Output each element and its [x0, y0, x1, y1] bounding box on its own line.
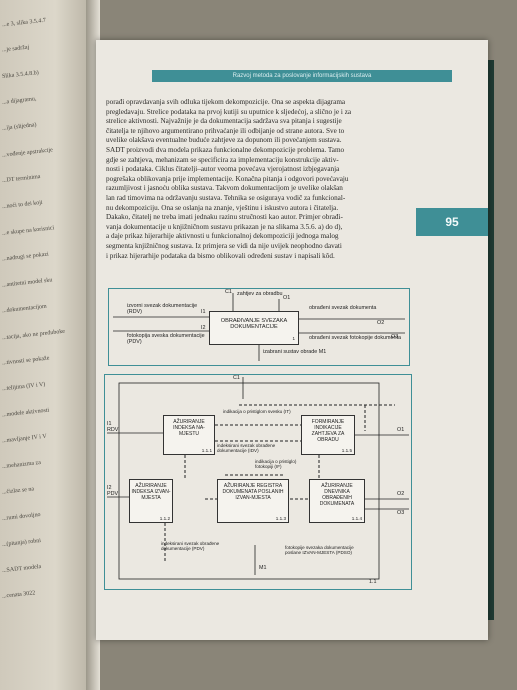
figure-id: 1.1 [369, 579, 377, 585]
process-box-115: FORMIRANJE INDIKACIJE ZAHTJEVA ZA OBRADU… [301, 415, 355, 455]
control-label: zahtjev za obradbu [237, 291, 283, 297]
body-text-line: nu dekompoziciju. Ona se oslanja na znan… [106, 203, 339, 212]
left-page-text-fragment: ...mehanizma za [1, 459, 42, 471]
body-text-line: pogrešaka oblikovanja prije implementaci… [106, 174, 349, 183]
body-text-line: vanja dokumentacije u knjižničnom sustav… [106, 222, 343, 231]
mechanism-m1-code: M1 [259, 565, 267, 571]
input-i2-code: I2 PDV [107, 485, 119, 497]
input-2-label: fotokopija sveska dokumentacije (PDV) [127, 333, 205, 345]
left-page-text-fragment: ...nadrugi se pokazi [1, 251, 50, 263]
process-box-114: AŽURIRANJE DNEVNIKA OBRAĐENIH DOKUMENATA… [309, 479, 365, 523]
page-number: 95 [416, 208, 488, 236]
body-text-line: segmenta knjižničnog sustava. Iz primjer… [106, 241, 342, 250]
output-3-code: O3 [391, 334, 399, 340]
output-o2-code: O2 [397, 491, 405, 497]
diagram-context-arrows [113, 293, 405, 361]
input-i1-code: I1 RDV [107, 421, 119, 433]
note-idv: indeksirani svezak obrađene dokumentacij… [217, 443, 276, 454]
left-page-text-fragment: Slika 3.5.4.8.b) [1, 70, 40, 80]
diagram-context: OBRAĐIVANJE SVEZAKA DOKUMENTACIJE 1 izvo… [108, 288, 410, 366]
body-text-line: razumljivost i jasnoću oblika sustava. T… [106, 184, 343, 193]
process-box-label: OBRAĐIVANJE SVEZAKA DOKUMENTACIJE [220, 318, 288, 330]
process-box-115-label: FORMIRANJE INDIKACIJE ZAHTJEVA ZA OBRADU [311, 419, 345, 443]
body-text-line: strelice aktivnosti. Najvažnije je da do… [106, 117, 342, 126]
note-if: indikacija o pristiglo) fotokopiji (IF) [255, 459, 297, 470]
body-text-line: a daje prikaz hijerarhije aktivnosti u f… [106, 232, 339, 241]
note-it: indikacija o pristiglom svesku (IT) [223, 409, 291, 414]
process-box-113: AŽURIRANJE REGISTRA DOKUMENATA POSLANIH … [217, 479, 289, 523]
body-text-line: čitatelja te njihovo argumentirano prihv… [106, 126, 345, 135]
note-pdv: indeksirani svezak obrađene dokumentacij… [161, 541, 220, 552]
book-cover-edge [486, 60, 494, 620]
process-box-112: AŽURIRANJE INDEKSA IZVAN-MJESTA 1.1.2 [129, 479, 173, 523]
process-box-id: 1 [292, 336, 295, 341]
body-text-line: nosti i podataka. Ciklus čitatelji–autor… [106, 165, 340, 174]
mechanism-label: izabrani sustav obrade M1 [263, 349, 327, 355]
left-page-text-fragment: ...mavljanje IV i V [1, 433, 47, 445]
output-o1-code: O1 [397, 427, 405, 433]
body-text-line: pregledavaju. Strelice podataka na prvoj… [106, 107, 352, 116]
left-page-text-fragment: ...e 3, slika 3.5.4.7 [1, 17, 47, 29]
process-box-112-label: AŽURIRANJE INDEKSA IZVAN-MJESTA [131, 483, 171, 501]
left-page-text-fragment: ...DT terminima [1, 174, 41, 184]
left-page-text-fragment: ...noći to dei koji [1, 199, 43, 211]
left-page-text-fragment: ...ćizlaz se na [1, 486, 35, 496]
left-page-text-fragment: ...tacija, ako ne preduboke [1, 328, 66, 342]
process-box: OBRAĐIVANJE SVEZAKA DOKUMENTACIJE 1 [209, 311, 299, 345]
output-o3-code: O3 [397, 510, 405, 516]
left-page-text-fragment: ...vođenje apstrakcije [1, 147, 54, 159]
body-text-line: SADT proizvodi dva modela prikaza funkci… [106, 145, 345, 154]
body-text-line: Dakako, čitatelj ne treba imati jednaku … [106, 213, 343, 222]
running-header: Razvoj metoda za poslovanje informacijsk… [152, 70, 452, 82]
process-box-115-id: 1.1.5 [341, 447, 352, 453]
output-1-code: O2 [377, 320, 385, 326]
process-box-111: AŽURIRANJE INDEKSA NA-MJESTU 1.1.1 [163, 415, 215, 455]
left-page-text-fragment: ...je sadržaj [1, 44, 30, 54]
input-1-code: I1 [201, 309, 206, 315]
body-text-line: lan rad timovima na održavanju sustava. … [106, 193, 346, 202]
note-pdso: fotokopije svezaka dokumentacije poslane… [285, 545, 354, 556]
left-page-text-fragment: ...tivnosti se pokaže [1, 355, 50, 367]
body-text-line: uvelike olakšava eventualne buduće zahtj… [106, 136, 342, 145]
right-page: Razvoj metoda za poslovanje informacijsk… [96, 40, 488, 640]
output-top-code: O1 [283, 295, 291, 301]
process-box-113-label: AŽURIRANJE REGISTRA DOKUMENATA POSLANIH … [222, 483, 284, 501]
diagram-decomposition: AŽURIRANJE INDEKSA NA-MJESTU 1.1.1 FORMI… [104, 374, 412, 590]
left-page-text-fragment: ...modele aktivnosti [1, 407, 50, 419]
output-1-label: obrađeni svezak dokumenta [309, 305, 377, 311]
process-box-111-id: 1.1.1 [201, 447, 212, 453]
left-page-text-fragment: ...rumi dovoljno [1, 511, 41, 523]
control-code: C1 [225, 289, 232, 295]
control-c1-code: C1 [233, 375, 240, 381]
body-text-line: gdje se zahtjeva, mehanizam se specifici… [106, 155, 339, 164]
body-text: porađi opravdavanja svih odluka tijekom … [106, 98, 412, 261]
left-page-text-fragment: ...cenata 3022 [1, 590, 36, 600]
left-page-text-fragment: ...dokumentacijom [1, 303, 48, 315]
left-page-text-fragment: ...telijima (IV i V) [1, 381, 46, 393]
output-3-label: obrađeni svezak fotokopije dokumenta [309, 335, 401, 341]
process-box-113-id: 1.1.3 [275, 515, 286, 521]
body-text-line: i prikaz hijerarhije podataka da bismo o… [106, 251, 335, 260]
process-box-114-label: AŽURIRANJE DNEVNIKA OBRAĐENIH DOKUMENATA [319, 483, 355, 507]
input-1-label: izvorni svezak dokumentacije (RDV) [127, 303, 198, 315]
left-page-text-fragment: ...a dijagramu, [1, 96, 37, 106]
process-box-111-label: AŽURIRANJE INDEKSA NA-MJESTU [173, 419, 205, 437]
diagram-decomposition-arrows [107, 377, 409, 580]
input-2-code: I2 [201, 325, 206, 331]
left-page-text-fragment: ...SADT modela [1, 563, 42, 575]
body-text-line: porađi opravdavanja svih odluka tijekom … [106, 98, 346, 106]
left-page-text-fragment: ...antitetni model sku [1, 277, 53, 289]
process-box-112-id: 1.1.2 [159, 515, 170, 521]
left-page-text-fragment: ...ija (slijedna) [1, 122, 37, 132]
process-box-114-id: 1.1.4 [351, 515, 362, 521]
left-page-text-fragment: ...e skupe na korisnici [1, 225, 55, 237]
left-page-text-fragment: ...(pitanja) robni [1, 537, 42, 549]
